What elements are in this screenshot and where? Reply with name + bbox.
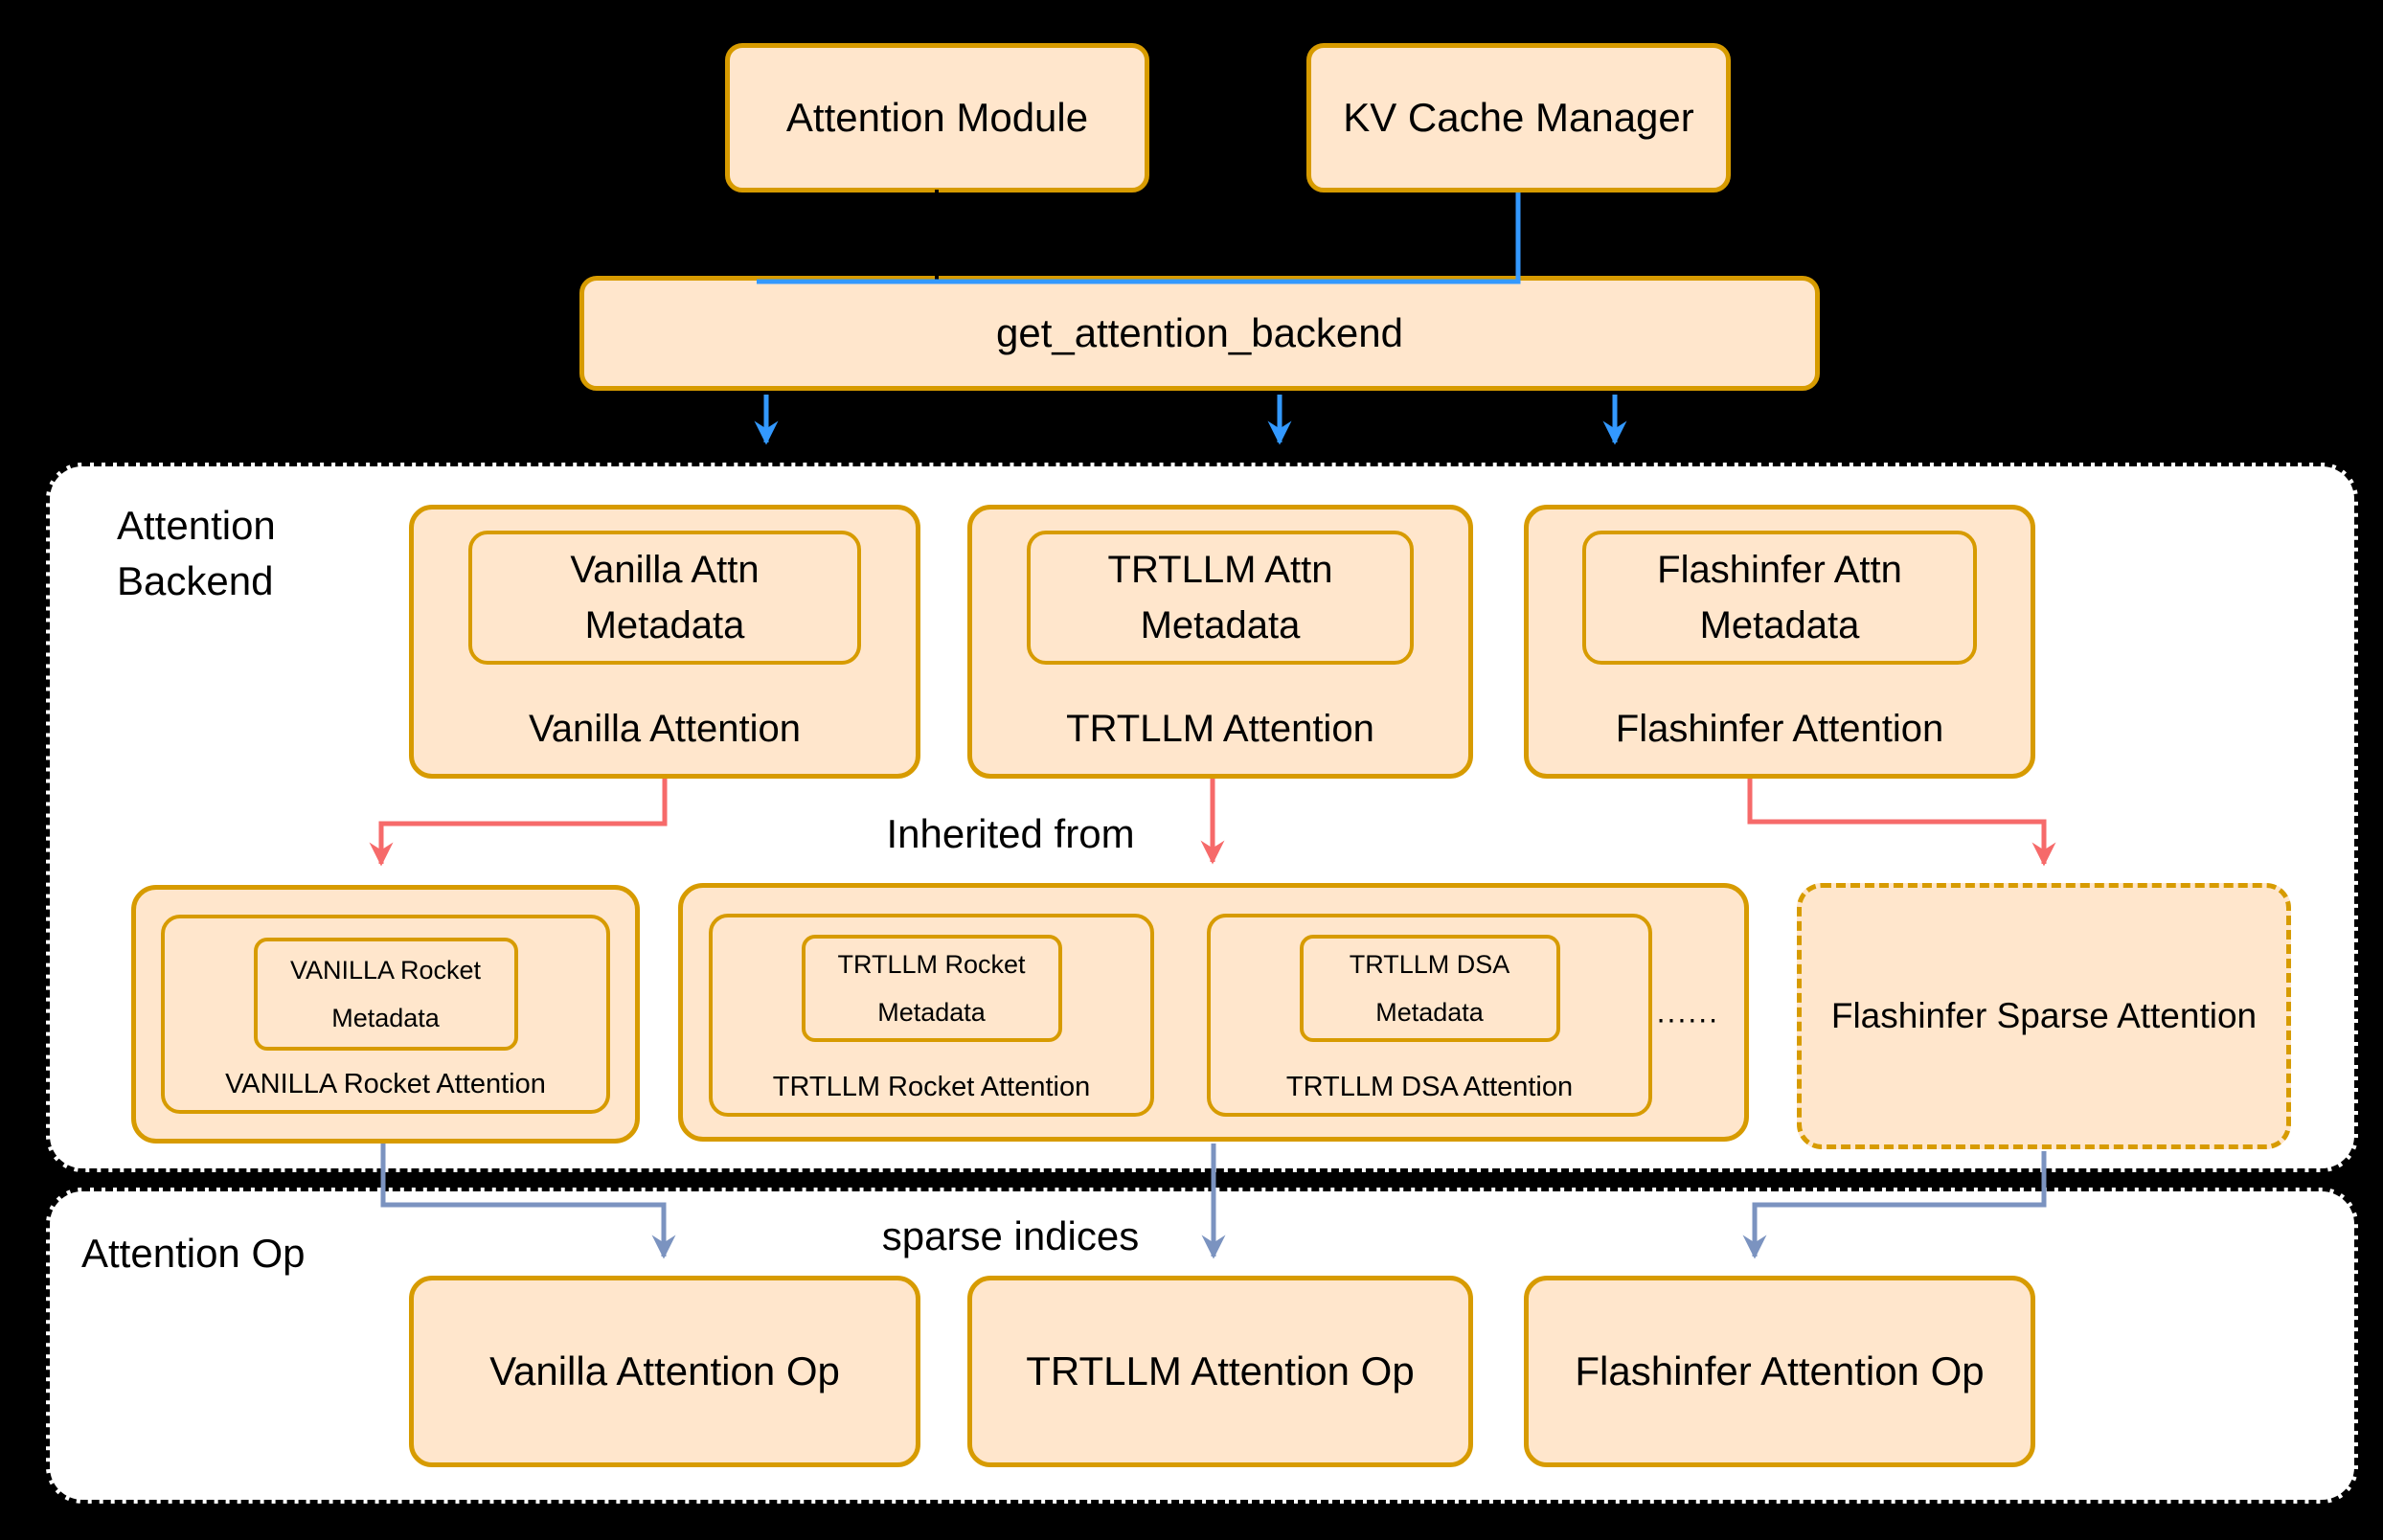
flashinfer-attention-label: Flashinfer Attention [1615,708,1944,750]
trtllm-rocket-attention-box: TRTLLM Rocket Metadata TRTLLM Rocket Att… [709,914,1154,1117]
trtllm-dsa-attention-box: TRTLLM DSA Metadata TRTLLM DSA Attention [1207,914,1652,1117]
kv-cache-to-dispatcher-line [757,192,1521,284]
vanilla-rocket-metadata-line2: Metadata [331,1004,440,1032]
vanilla-rocket-metadata-box: VANILLA Rocket Metadata [253,938,518,1051]
sparse-indices-label: sparse indices [881,1213,1140,1258]
trtllm-attention-label: TRTLLM Attention [1066,708,1374,750]
flashinfer-sparse-attention-box: Flashinfer Sparse Attention [1797,883,2291,1149]
trtllm-rocket-metadata-line2: Metadata [877,998,986,1027]
trtllm-dsa-metadata-box: TRTLLM DSA Metadata [1299,935,1560,1042]
flashinfer-attention-box: Flashinfer Attn Metadata Flashinfer Atte… [1524,505,2035,779]
trtllm-attention-op-box: TRTLLM Attention Op [967,1276,1473,1467]
attention-module-box: Attention Module [725,43,1149,192]
trtllm-rocket-attention-label: TRTLLM Rocket Attention [772,1072,1091,1102]
kv-cache-manager-box: KV Cache Manager [1306,43,1731,192]
trtllm-attention-box: TRTLLM Attn Metadata TRTLLM Attention [967,505,1473,779]
trtllm-dsa-attention-label: TRTLLM DSA Attention [1285,1072,1574,1102]
flashinfer-attn-metadata-box: Flashinfer Attn Metadata [1582,531,1977,665]
attention-backend-label: Attention Backend [117,498,276,609]
vanilla-attn-metadata-line2: Metadata [584,604,745,646]
flashinfer-attn-metadata-line1: Flashinfer Attn [1657,549,1902,591]
trtllm-rocket-metadata-box: TRTLLM Rocket Metadata [801,935,1062,1042]
more-backends-ellipsis: ...... [1656,994,1719,1030]
vanilla-attn-metadata-line1: Vanilla Attn [570,549,760,591]
attention-op-label: Attention Op [81,1231,306,1276]
flashinfer-attention-op-box: Flashinfer Attention Op [1524,1276,2035,1467]
trtllm-derived-group-box: TRTLLM Rocket Metadata TRTLLM Rocket Att… [678,883,1749,1142]
trtllm-attn-metadata-line2: Metadata [1140,604,1301,646]
trtllm-rocket-metadata-line1: TRTLLM Rocket [837,950,1026,979]
vanilla-attention-op-box: Vanilla Attention Op [409,1276,920,1467]
get-attention-backend-box: get_attention_backend [579,276,1820,391]
vanilla-rocket-attention-label: VANILLA Rocket Attention [225,1069,546,1099]
flashinfer-attn-metadata-line2: Metadata [1699,604,1860,646]
trtllm-dsa-metadata-line2: Metadata [1375,998,1484,1027]
trtllm-dsa-metadata-line1: TRTLLM DSA [1349,950,1510,979]
vanilla-attention-label: Vanilla Attention [529,708,801,750]
attention-backend-label-line2: Backend [117,558,274,603]
vanilla-attention-box: Vanilla Attn Metadata Vanilla Attention [409,505,920,779]
vanilla-rocket-attention-outer-box: VANILLA Rocket Metadata VANILLA Rocket A… [131,885,640,1144]
attention-backend-label-line1: Attention [117,503,276,548]
trtllm-attn-metadata-line1: TRTLLM Attn [1107,549,1333,591]
vanilla-rocket-attention-box: VANILLA Rocket Metadata VANILLA Rocket A… [161,915,610,1114]
trtllm-attn-metadata-box: TRTLLM Attn Metadata [1027,531,1414,665]
vanilla-attn-metadata-box: Vanilla Attn Metadata [468,531,861,665]
vanilla-rocket-metadata-line1: VANILLA Rocket [289,956,482,985]
inherited-from-label: Inherited from [886,811,1135,856]
